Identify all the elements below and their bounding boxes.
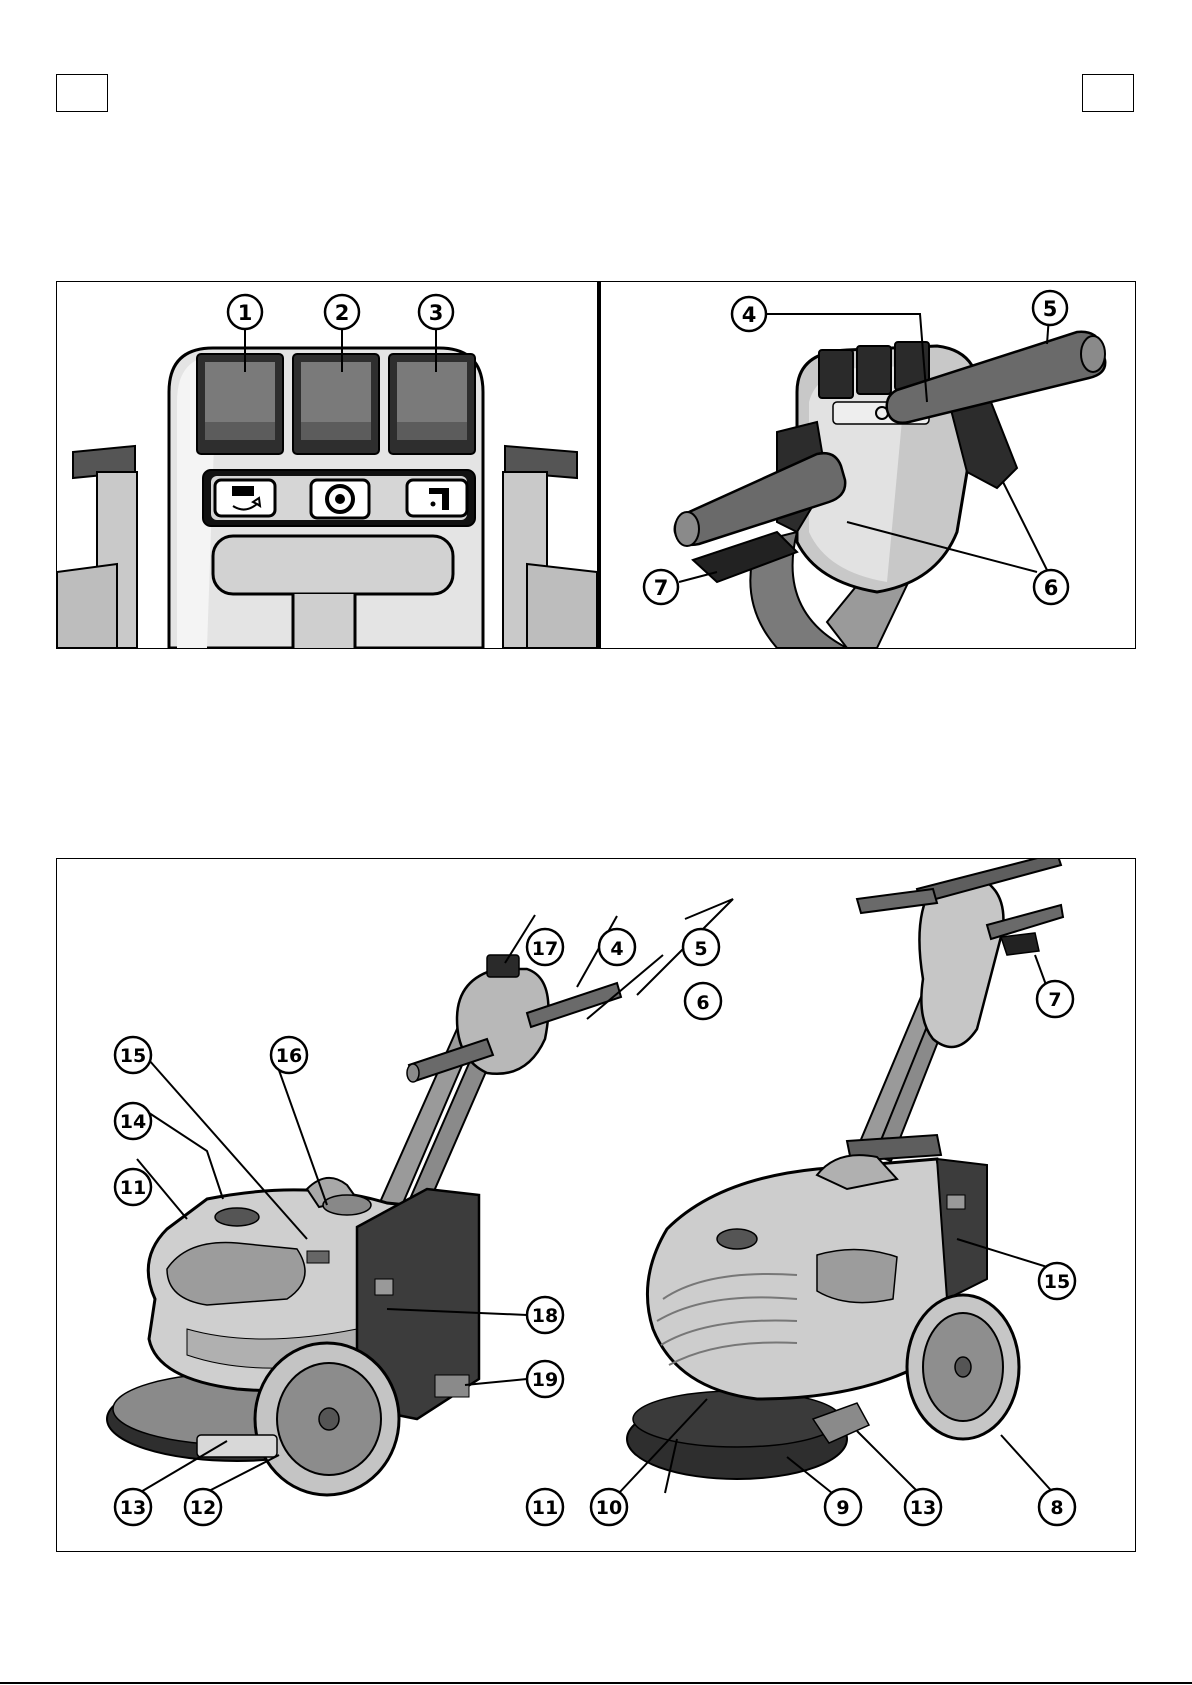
svg-text:7: 7 (654, 576, 669, 600)
callout-4-bottom: 4 (599, 929, 635, 965)
svg-text:4: 4 (742, 303, 757, 327)
svg-text:5: 5 (694, 938, 707, 960)
callout-3: 3 (419, 295, 453, 329)
callout-17: 17 (527, 929, 563, 965)
svg-text:11: 11 (120, 1177, 146, 1199)
svg-text:1: 1 (238, 301, 253, 325)
brush-rotation-icon (215, 480, 275, 516)
callout-13-right: 13 (905, 1489, 941, 1525)
machine-left-figure (107, 899, 733, 1495)
svg-text:13: 13 (910, 1497, 936, 1519)
svg-text:14: 14 (120, 1111, 146, 1133)
svg-text:6: 6 (696, 992, 709, 1014)
callout-4: 4 (732, 297, 766, 331)
svg-text:12: 12 (190, 1497, 216, 1519)
svg-text:4: 4 (610, 938, 623, 960)
svg-text:13: 13 (120, 1497, 146, 1519)
top-figure-panel: 1 2 3 (56, 281, 1136, 649)
callout-16: 16 (271, 1037, 307, 1073)
svg-text:11: 11 (532, 1497, 558, 1519)
page-number-box-right (1082, 74, 1134, 112)
callout-7-bottom: 7 (1037, 981, 1073, 1017)
callout-9: 9 (825, 1489, 861, 1525)
callout-11-right: 11 (527, 1489, 563, 1525)
callout-1: 1 (228, 295, 262, 329)
callout-12: 12 (185, 1489, 221, 1525)
callout-6: 6 (1034, 570, 1068, 604)
bottom-figure-panel: 17 4 5 6 15 16 14 11 (56, 858, 1136, 1552)
control-panel-figure: 1 2 3 (57, 295, 597, 648)
callout-18: 18 (527, 1297, 563, 1333)
handle-figure: 4 5 6 7 (644, 291, 1105, 648)
callout-10: 10 (591, 1489, 627, 1525)
top-figures-svg: 1 2 3 (57, 282, 1135, 648)
svg-text:9: 9 (836, 1497, 849, 1519)
callout-5-bottom: 5 (683, 929, 719, 965)
svg-text:16: 16 (276, 1045, 302, 1067)
svg-text:3: 3 (429, 301, 444, 325)
bottom-rule (0, 1682, 1192, 1684)
power-switch-icon (311, 480, 369, 518)
callout-7: 7 (644, 570, 678, 604)
svg-text:18: 18 (532, 1305, 558, 1327)
callout-5: 5 (1033, 291, 1067, 325)
svg-text:8: 8 (1050, 1497, 1063, 1519)
machines-svg: 17 4 5 6 15 16 14 11 (57, 859, 1135, 1551)
callout-11-left: 11 (115, 1169, 151, 1205)
callout-6-bottom: 6 (685, 983, 721, 1019)
svg-text:15: 15 (1044, 1271, 1070, 1293)
callout-2: 2 (325, 295, 359, 329)
callout-13-left: 13 (115, 1489, 151, 1525)
svg-text:7: 7 (1048, 989, 1061, 1011)
svg-text:10: 10 (596, 1497, 622, 1519)
water-valve-icon (407, 480, 467, 516)
svg-text:6: 6 (1044, 576, 1059, 600)
callout-19: 19 (527, 1361, 563, 1397)
svg-text:15: 15 (120, 1045, 146, 1067)
page-number-box-left (56, 74, 108, 112)
callout-15-left: 15 (115, 1037, 151, 1073)
callout-8: 8 (1039, 1489, 1075, 1525)
svg-text:19: 19 (532, 1369, 558, 1391)
callout-14: 14 (115, 1103, 151, 1139)
svg-text:5: 5 (1043, 297, 1058, 321)
svg-text:2: 2 (335, 301, 350, 325)
svg-text:17: 17 (532, 938, 558, 960)
callout-15-right: 15 (1039, 1263, 1075, 1299)
